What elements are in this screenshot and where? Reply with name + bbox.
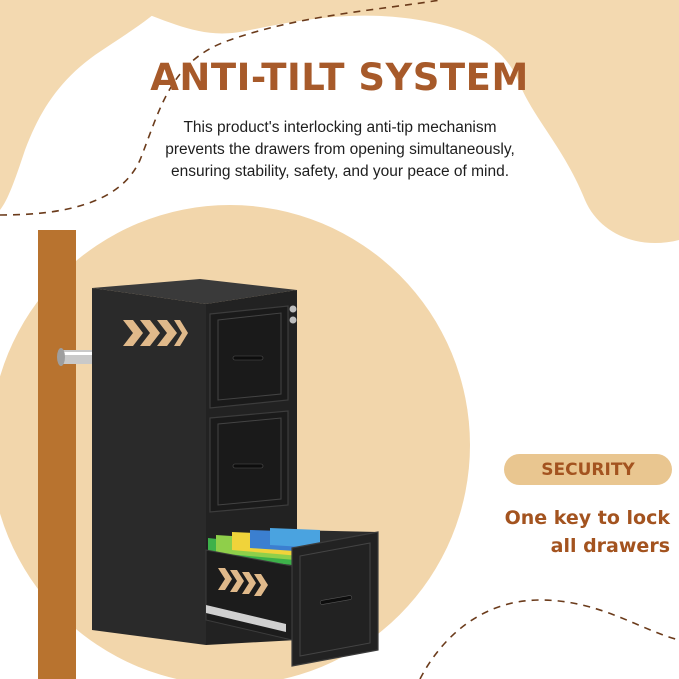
wall-post bbox=[38, 230, 76, 679]
drawer-3-open bbox=[205, 528, 379, 667]
headline: ANTI-TILT SYSTEM bbox=[150, 56, 529, 99]
top-left-blob bbox=[0, 0, 170, 210]
chevron-arrows-icon bbox=[123, 320, 188, 346]
security-badge: SECURITY bbox=[504, 454, 672, 485]
drawer-1 bbox=[209, 305, 289, 409]
drawer-handle-icon bbox=[319, 595, 353, 605]
description: This product's interlocking anti-tip mec… bbox=[120, 117, 560, 183]
feature-line: all drawers bbox=[550, 535, 670, 557]
description-line: prevents the drawers from opening simult… bbox=[165, 141, 515, 158]
feature-text: One key to lock all drawers bbox=[450, 504, 670, 560]
anti-tilt-bolt-icon bbox=[57, 348, 96, 366]
dashed-line-bottom bbox=[419, 599, 679, 679]
drawer-handle-icon bbox=[232, 463, 264, 469]
drawer-2 bbox=[209, 410, 289, 513]
drawer-handle-icon bbox=[232, 355, 264, 361]
file-cabinet bbox=[92, 279, 379, 667]
description-line: ensuring stability, safety, and your pea… bbox=[170, 163, 510, 180]
top-beige-blob bbox=[0, 0, 679, 243]
security-badge-label: SECURITY bbox=[541, 459, 635, 480]
dashed-line-top bbox=[0, 0, 441, 216]
lock-icon bbox=[289, 305, 297, 324]
description-line: This product's interlocking anti-tip mec… bbox=[183, 119, 497, 136]
feature-line: One key to lock bbox=[504, 507, 670, 529]
